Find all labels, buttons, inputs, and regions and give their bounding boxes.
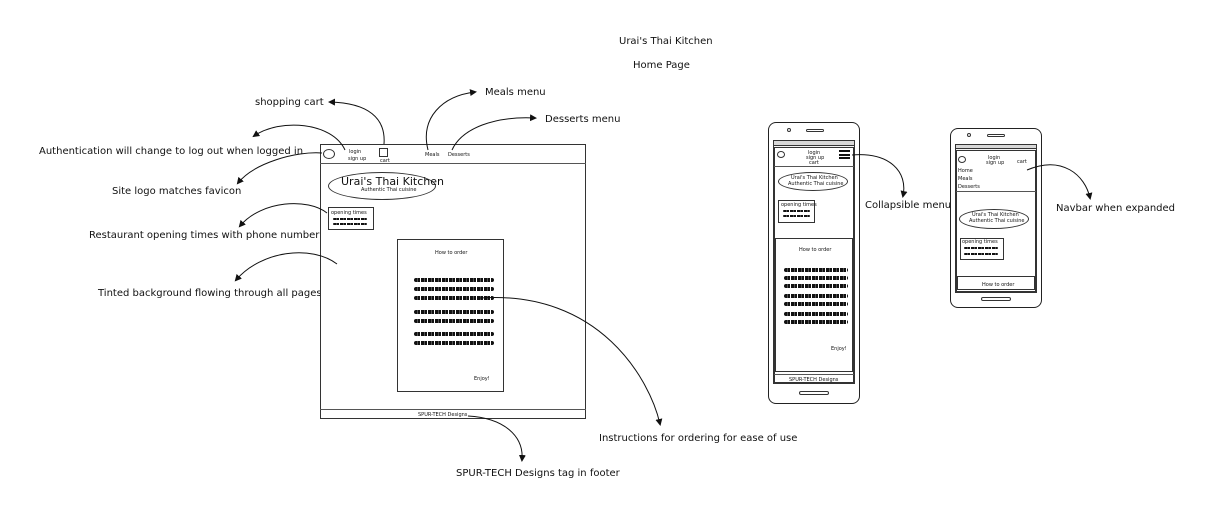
phone1-instruction-line (784, 284, 848, 288)
desktop-cart[interactable]: cart (380, 158, 390, 164)
phone1-brand: Urai's Thai Kitchen (791, 175, 838, 181)
arrow-opening-times (238, 203, 328, 228)
desktop-instruction-line (414, 296, 494, 300)
desktop-opening-line (333, 218, 367, 220)
phone2-brand-oval (959, 209, 1029, 229)
phone1-camera (787, 128, 791, 132)
annotation-shopping-cart: shopping cart (255, 97, 324, 108)
arrow-footer-tag (467, 415, 526, 462)
desktop-enjoy: Enjoy! (474, 376, 490, 382)
desktop-login[interactable]: login (349, 149, 362, 155)
phone1-instruction-line (784, 294, 848, 298)
arrow-logo (236, 152, 323, 185)
desktop-footer: SPUR-TECH Designs (418, 412, 468, 418)
annotation-auth: Authentication will change to log out wh… (39, 146, 304, 157)
desktop-instruction-line (414, 332, 494, 336)
phone1-statusbar (773, 140, 855, 146)
phone2-speaker (987, 134, 1005, 137)
desktop-tagline: Authentic Thai cuisine (361, 187, 417, 193)
phone2-opening-label: opening times (962, 239, 998, 245)
desktop-how-to-order: How to order (435, 250, 468, 256)
desktop-instruction-line (414, 310, 494, 314)
phone1-login[interactable]: login (808, 150, 821, 156)
phone1-speaker (806, 129, 824, 132)
hamburger-menu-icon[interactable] (839, 150, 850, 159)
phone1-tagline: Authentic Thai cuisine (788, 181, 844, 187)
arrow-meals-menu (425, 89, 477, 151)
phone1-cart[interactable]: cart (809, 160, 819, 166)
phone2-statusbar (955, 144, 1037, 149)
page-title: Urai's Thai Kitchen (619, 36, 713, 47)
phone1-footer: SPUR-TECH Designs (789, 377, 839, 383)
phone1-logo-circle (777, 151, 785, 158)
arrow-shopping-cart (328, 98, 385, 145)
phone1-brand-oval (778, 172, 848, 191)
phone1-opening-line (783, 215, 810, 217)
desktop-instruction-line (414, 341, 494, 345)
phone2-order-panel (957, 276, 1035, 290)
arrow-tinted-bg (234, 252, 338, 282)
annotation-instructions: Instructions for ordering for ease of us… (599, 433, 798, 444)
annotation-footer-tag: SPUR-TECH Designs tag in footer (456, 468, 620, 479)
arrow-instructions (479, 297, 663, 426)
arrow-collapsible-menu (851, 154, 908, 198)
desktop-order-panel (397, 239, 504, 392)
phone2-opening-line (964, 247, 998, 249)
phone2-logo-circle (958, 156, 966, 163)
annotation-logo: Site logo matches favicon (112, 186, 242, 197)
phone1-instruction-line (784, 312, 848, 316)
phone2-brand: Urai's Thai Kitchen (972, 212, 1019, 218)
desktop-navbar-divider (320, 163, 586, 164)
desktop-desserts-link[interactable]: Desserts (448, 152, 470, 158)
phone1-home-bar (799, 391, 829, 395)
phone2-menu-item-desserts[interactable]: Desserts (958, 184, 980, 190)
phone2-camera (967, 133, 971, 137)
annotation-desserts-menu: Desserts menu (545, 114, 621, 125)
desktop-instruction-line (414, 287, 494, 291)
phone1-opening-label: opening times (781, 202, 817, 208)
phone1-footer-divider (774, 374, 854, 375)
desktop-opening-line (333, 223, 367, 225)
annotation-meals-menu: Meals menu (485, 87, 546, 98)
desktop-meals-link[interactable]: Meals (425, 152, 440, 158)
phone2-menu-item-meals[interactable]: Meals (958, 176, 973, 182)
desktop-instruction-line (414, 319, 494, 323)
page-subtitle: Home Page (633, 60, 690, 71)
arrow-navbar-expanded (1026, 164, 1093, 200)
annotation-navbar-expanded: Navbar when expanded (1056, 203, 1176, 214)
phone2-login[interactable]: login (988, 155, 1001, 161)
phone1-how-to-order: How to order (799, 247, 832, 253)
annotation-opening-times: Restaurant opening times with phone numb… (89, 230, 320, 241)
annotation-collapsible-menu: Collapsible menu (865, 200, 952, 211)
desktop-signup[interactable]: sign up (348, 156, 367, 162)
desktop-brand-oval (328, 172, 436, 200)
phone1-signup[interactable]: sign up (806, 155, 825, 161)
phone2-cart[interactable]: cart (1017, 159, 1027, 165)
phone1-instruction-line (784, 268, 848, 272)
phone1-instruction-line (784, 320, 848, 324)
arrow-desserts-menu (451, 114, 537, 151)
phone2-opening-line (964, 253, 998, 255)
desktop-brand: Urai's Thai Kitchen (341, 175, 444, 188)
phone2-tagline: Authentic Thai cuisine (969, 218, 1025, 224)
phone1-instruction-line (784, 302, 848, 306)
phone2-signup[interactable]: sign up (986, 160, 1005, 166)
desktop-opening-label: opening times (331, 210, 367, 216)
desktop-cart-icon[interactable] (379, 148, 388, 157)
phone2-home-bar (981, 297, 1011, 301)
desktop-footer-divider (320, 409, 586, 410)
arrow-auth (252, 124, 346, 151)
desktop-instruction-line (414, 278, 494, 282)
phone1-enjoy: Enjoy! (831, 346, 847, 352)
phone1-instruction-line (784, 276, 848, 280)
phone2-menu-item-home[interactable]: Home (958, 168, 973, 174)
phone1-navbar-divider (774, 166, 854, 167)
phone2-navbar-divider (956, 191, 1036, 192)
phone1-opening-line (783, 210, 810, 212)
phone2-how-to-order: How to order (982, 282, 1015, 288)
desktop-logo-circle (323, 149, 335, 159)
annotation-tinted-bg: Tinted background flowing through all pa… (98, 288, 322, 299)
